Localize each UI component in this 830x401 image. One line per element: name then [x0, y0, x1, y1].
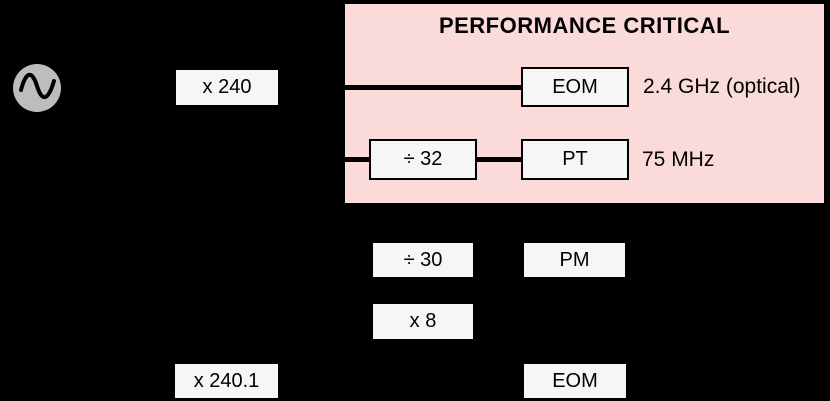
label-rf-frequency: 75 MHz: [642, 147, 715, 171]
region-title: PERFORMANCE CRITICAL: [438, 13, 731, 38]
oscillator-symbol: [13, 64, 61, 112]
signal-line-to-eom: [280, 85, 522, 90]
block-divide-32: ÷ 32: [369, 139, 477, 180]
block-multiply-240: x 240: [174, 68, 280, 107]
signal-line-into-div32: [316, 157, 371, 162]
block-multiply-8: x 8: [371, 302, 475, 341]
sine-wave-icon: [13, 62, 61, 115]
block-pt: PT: [521, 139, 629, 180]
signal-line-div32-to-pt: [475, 157, 523, 162]
block-multiply-240-1: x 240.1: [173, 362, 280, 400]
block-pm: PM: [522, 241, 627, 279]
label-optical-frequency: 2.4 GHz (optical): [643, 75, 801, 98]
block-divide-30: ÷ 30: [371, 241, 475, 279]
block-eom-bottom: EOM: [522, 362, 628, 400]
block-eom-top: EOM: [521, 67, 629, 107]
